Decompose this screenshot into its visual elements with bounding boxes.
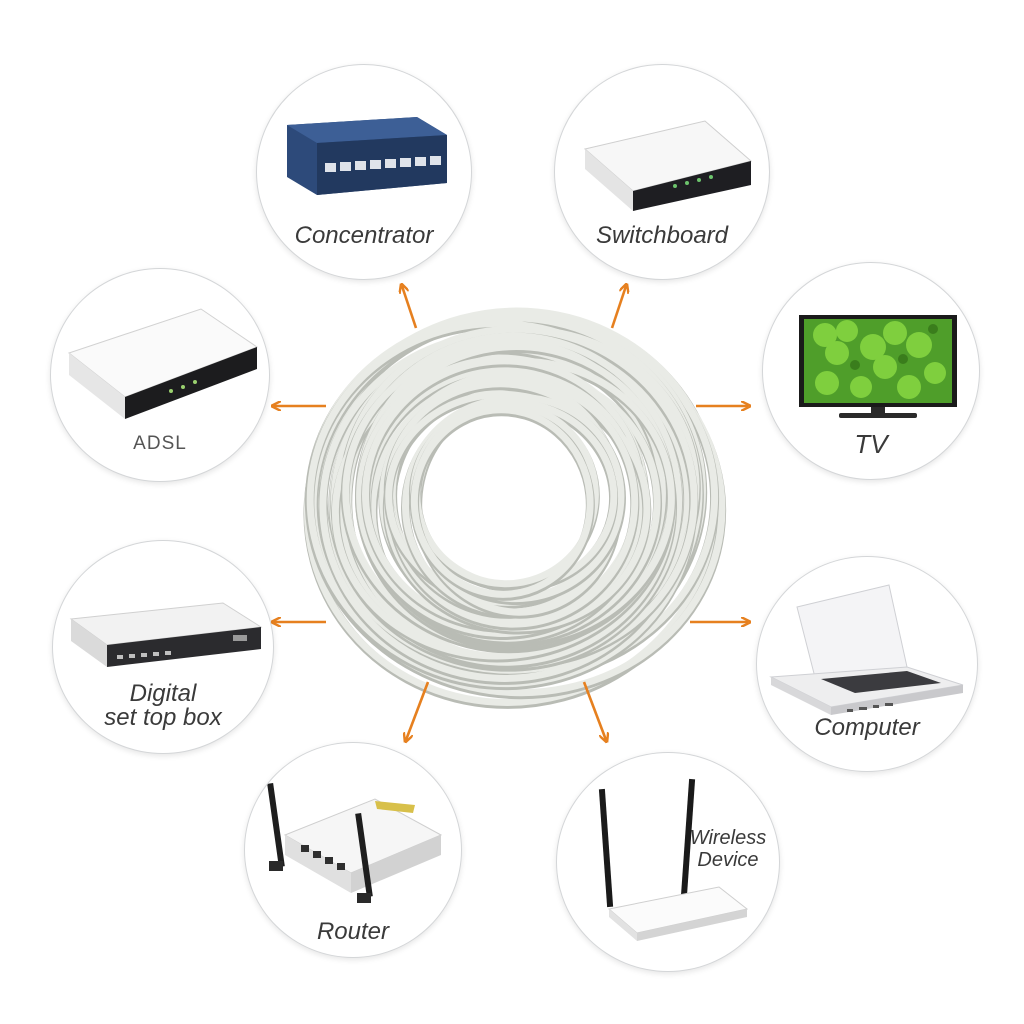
device-label-set-top-box-line1: Digital [129,680,197,707]
laptop-icon [769,584,964,715]
device-label-adsl: ADSL [133,433,187,454]
device-node-tv: TV [762,262,980,480]
device-label-switchboard: Switchboard [595,222,729,249]
device-label-concentrator: Concentrator [294,222,434,249]
cable-loop [410,406,594,598]
concentrator-icon [287,117,447,195]
arrow-to-router [406,681,430,740]
switchboard-icon [583,120,753,211]
device-label-computer: Computer [814,714,920,741]
set-top-box-icon [69,602,263,667]
device-label-set-top-box-line2: set top box [104,704,222,731]
device-label-router: Router [316,918,390,945]
device-label-tv: TV [854,429,888,459]
router-icon [267,782,443,903]
device-node-set-top-box: Digital set top box [52,540,274,754]
wireless-router-icon [598,778,749,941]
device-node-switchboard: Switchboard [554,64,770,280]
device-node-wireless: Wireless Device [556,752,780,972]
device-node-concentrator: Concentrator [256,64,472,280]
device-node-computer: Computer [756,556,978,772]
arrow-to-switchboard [610,286,626,329]
arrow-to-wireless [582,681,606,740]
device-node-router: Router [244,742,462,958]
device-label-wireless-line2: Device [697,849,759,871]
device-label-wireless-line1: Wireless [689,827,767,849]
device-node-adsl: ADSL [50,268,270,482]
adsl-modem-icon [67,308,259,419]
arrow-to-concentrator [402,286,418,329]
tv-icon [799,315,957,418]
